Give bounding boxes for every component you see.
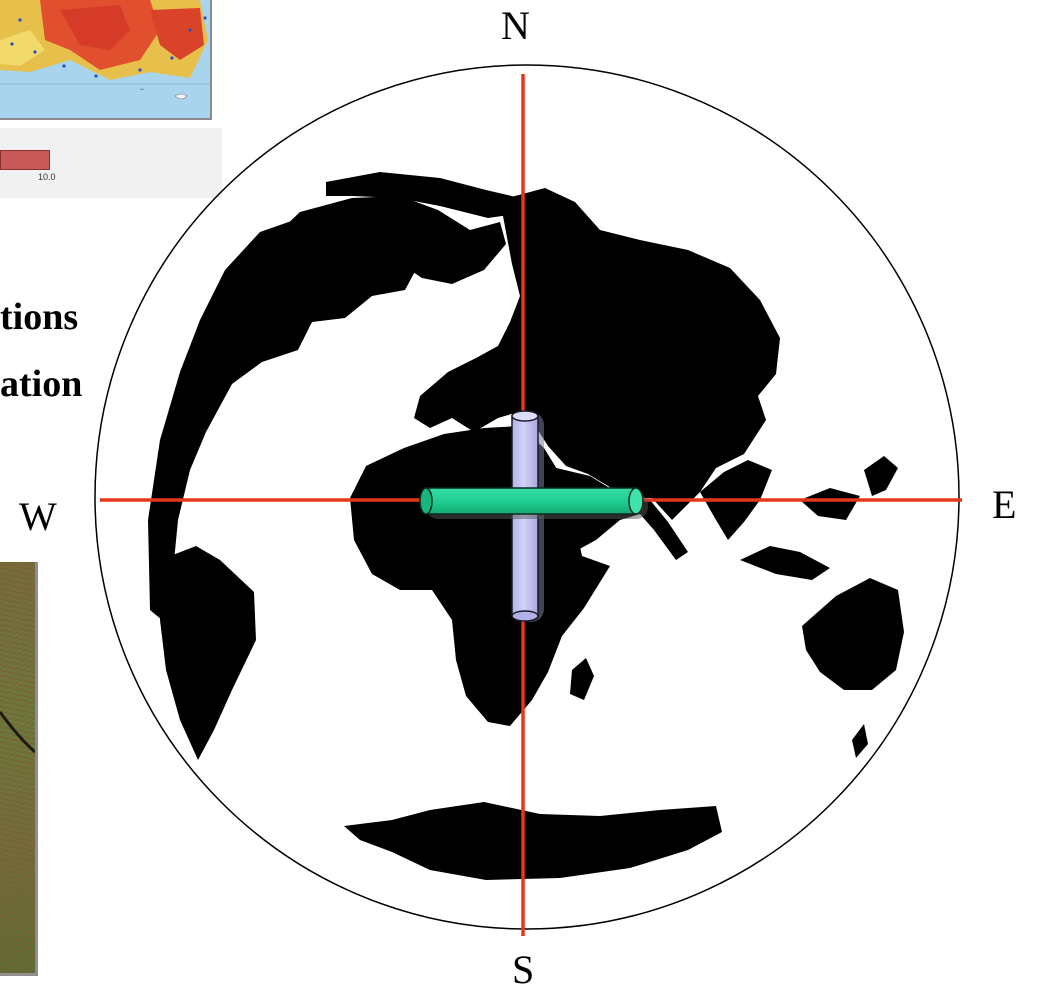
new-zealand-landmass: [852, 724, 868, 758]
globe-outline: [94, 64, 960, 930]
horizontal-cylinder: [419, 487, 648, 519]
slide-text-line-2: ation: [0, 363, 83, 405]
antarctica-landmass: [344, 802, 722, 880]
australia-landmass: [802, 578, 904, 690]
japan-landmass: [864, 456, 898, 496]
africa-landmass: [350, 426, 610, 726]
seismicity-map-graphic: [0, 0, 210, 118]
arctic-ice-cap: [326, 172, 520, 218]
compass-label-west: W: [19, 494, 57, 539]
map-scale-max-label: 10.0: [38, 172, 56, 182]
north-america-landmass: [148, 218, 420, 620]
south-america-landmass: [160, 546, 256, 760]
slide-text-line-1: tions: [0, 296, 79, 338]
greenland-landmass: [262, 196, 506, 284]
map-scale-bar: [0, 150, 50, 170]
compass-label-south: S: [512, 947, 535, 992]
eurasia-landmass: [414, 188, 780, 520]
compass-label-north: N: [501, 3, 530, 48]
madagascar-landmass: [570, 658, 594, 700]
field-photo-fragment: [0, 562, 38, 976]
compass-label-east: E: [992, 482, 1017, 527]
field-photo-graphic: [0, 711, 36, 754]
seismicity-map-inset: [0, 0, 212, 120]
indonesia-islands: [740, 488, 860, 580]
